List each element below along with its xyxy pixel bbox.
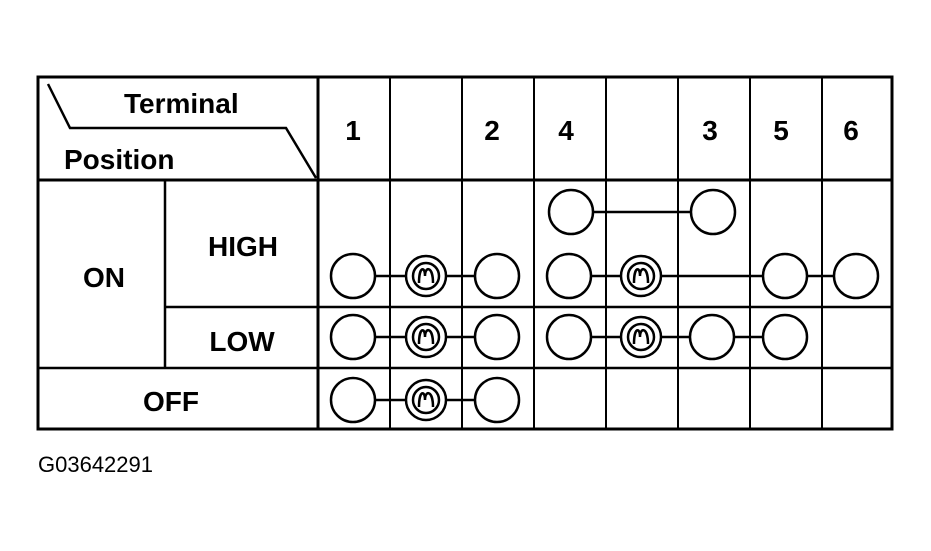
terminal-circle xyxy=(545,313,593,361)
bulb-icon xyxy=(619,254,663,298)
terminal-circle xyxy=(545,252,593,300)
terminal-column-lines xyxy=(389,77,823,429)
position-high-label: HIGH xyxy=(208,231,278,262)
terminal-circle xyxy=(761,313,809,361)
position-header-label: Position xyxy=(64,144,174,175)
figure-id: G03642291 xyxy=(38,452,153,477)
terminal-circle xyxy=(473,376,521,424)
terminal-number-5: 5 xyxy=(773,115,789,146)
terminal-circle xyxy=(547,188,595,236)
bulb-icon xyxy=(404,378,448,422)
bulb-icon xyxy=(404,254,448,298)
high-upper-connection xyxy=(547,188,737,236)
terminal-circle xyxy=(473,252,521,300)
off-connection xyxy=(329,376,521,424)
low-connection xyxy=(329,313,809,361)
terminal-numbers: 1 2 4 3 5 6 xyxy=(345,115,859,146)
terminal-number-3: 3 xyxy=(702,115,718,146)
table-border xyxy=(36,75,894,431)
position-on-label: ON xyxy=(83,262,125,293)
bulb-icon xyxy=(619,315,663,359)
terminal-circle xyxy=(832,252,880,300)
terminal-header-label: Terminal xyxy=(124,88,239,119)
terminal-circle xyxy=(688,313,736,361)
terminal-circle xyxy=(329,376,377,424)
terminal-circle xyxy=(329,313,377,361)
terminal-number-4: 4 xyxy=(558,115,574,146)
bulb-icon xyxy=(404,315,448,359)
terminal-number-2: 2 xyxy=(484,115,500,146)
terminal-circle xyxy=(473,313,521,361)
terminal-circle xyxy=(329,252,377,300)
terminal-circle xyxy=(761,252,809,300)
terminal-circle xyxy=(689,188,737,236)
header-diagonal xyxy=(46,83,318,179)
terminal-number-6: 6 xyxy=(843,115,859,146)
high-lower-connection xyxy=(329,252,880,300)
position-off-label: OFF xyxy=(143,386,199,417)
position-low-label: LOW xyxy=(209,326,275,357)
terminal-number-1: 1 xyxy=(345,115,361,146)
